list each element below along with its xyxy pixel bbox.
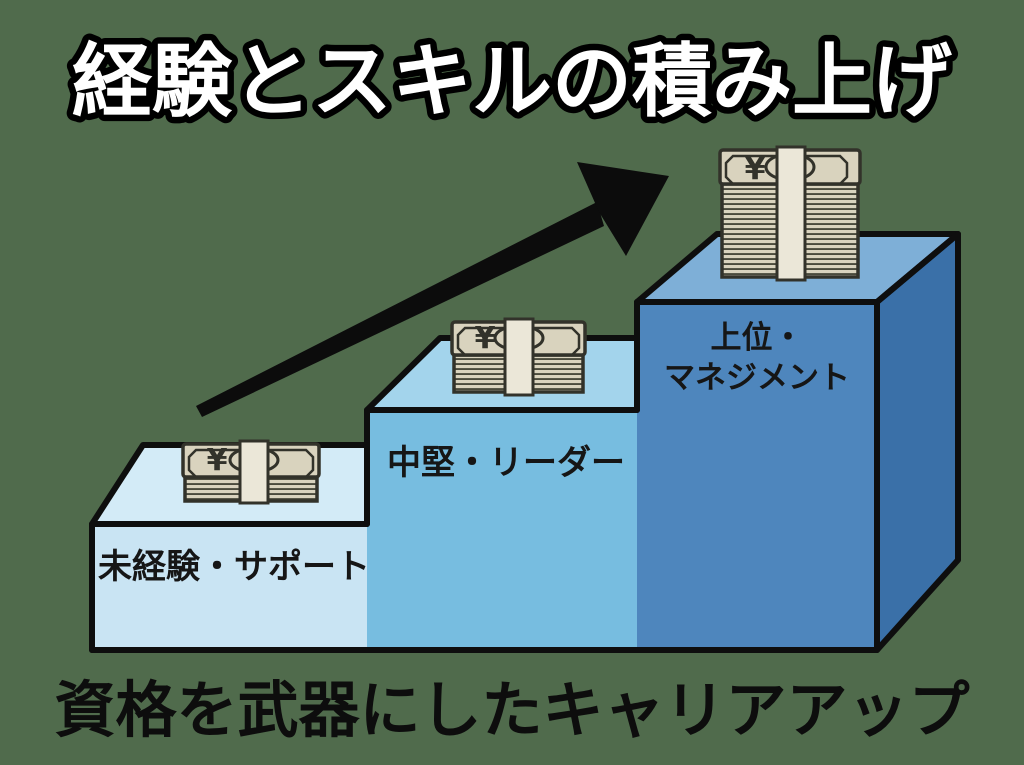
step-3-label-line2: マネジメント <box>664 360 850 396</box>
growth-arrow-icon <box>196 162 669 417</box>
banknote-frame <box>724 154 849 186</box>
page-title: 経験とスキルの積み上げ <box>72 35 952 128</box>
step-3-side-outline <box>874 231 961 653</box>
money-band <box>775 145 807 282</box>
banknote-frame <box>187 448 315 479</box>
money-stack-icon: ¥ <box>718 145 862 282</box>
step-2-front-face <box>367 410 637 650</box>
yen-symbol: ¥ <box>207 443 228 478</box>
caption-text: 資格を武器にしたキャリアアップ <box>54 675 969 746</box>
yen-symbol: ¥ <box>745 152 766 187</box>
step-3-label-line1: 上位・ <box>711 320 804 356</box>
arrow-head <box>577 162 669 256</box>
arrow-shaft <box>196 202 604 417</box>
yen-symbol: ¥ <box>475 321 496 356</box>
money-stack-icon: ¥ <box>450 317 587 397</box>
money-stack-icon: ¥ <box>181 439 321 505</box>
step-1-label: 未経験・サポート <box>98 547 370 587</box>
money-band <box>238 439 270 505</box>
step-1-front-face <box>92 524 367 650</box>
banknote-frame <box>456 326 581 357</box>
step-3-side-face <box>877 234 958 650</box>
step-2-label: 中堅・リーダー <box>387 443 625 483</box>
step-3-front-face <box>637 302 877 650</box>
step-outlines <box>89 231 961 653</box>
money-band <box>503 317 535 397</box>
